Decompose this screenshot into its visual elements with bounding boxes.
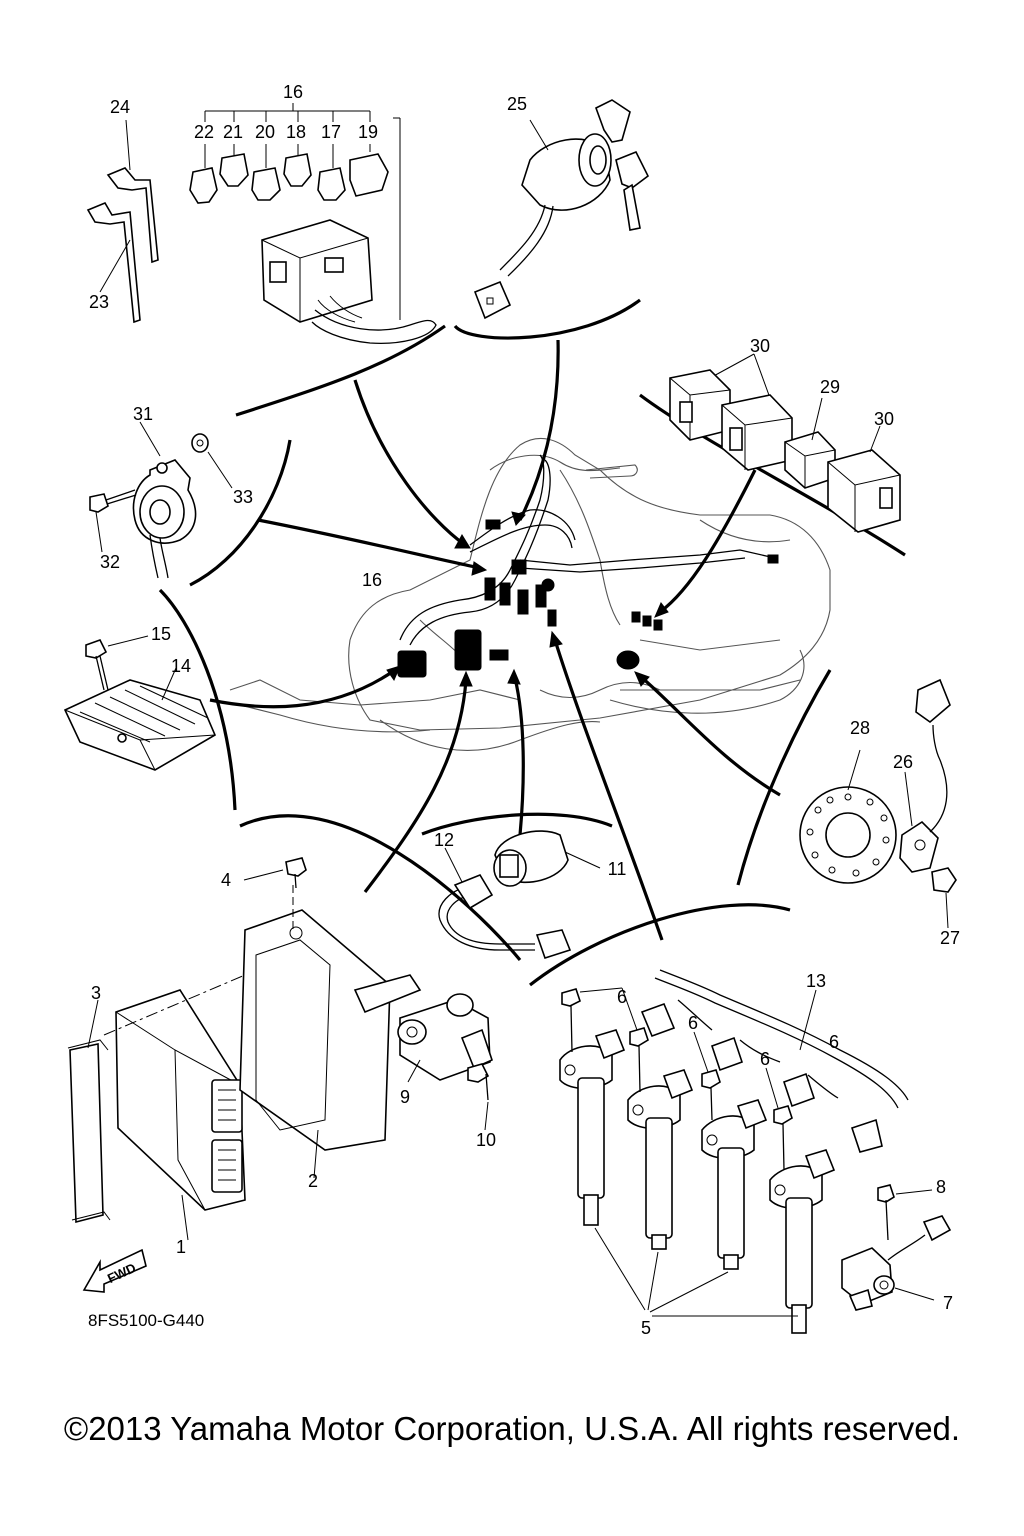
callout-9: 9 (400, 1087, 410, 1107)
callout-19: 19 (358, 122, 378, 142)
callout-6: 6 (760, 1049, 770, 1069)
cable-ties (86, 119, 159, 324)
fwd-arrow-icon: FWD (82, 1248, 147, 1293)
callout-22: 22 (194, 122, 214, 142)
fwd-label: FWD (105, 1260, 138, 1286)
callout-14: 14 (171, 656, 191, 676)
snowmobile-outline (229, 437, 831, 751)
callout-6: 6 (688, 1013, 698, 1033)
callout-2: 2 (308, 1171, 318, 1191)
callout-25: 25 (507, 94, 527, 114)
callout-27: 27 (940, 928, 960, 948)
callout-16: 16 (283, 82, 303, 102)
trigger-sensor-group (799, 678, 957, 929)
fuse-box-group (189, 103, 437, 344)
callout-15: 15 (151, 624, 171, 644)
callout-24: 24 (110, 97, 130, 117)
callout-11: 11 (608, 859, 627, 879)
callout-31: 31 (133, 404, 153, 424)
pressure-sensor-group (438, 830, 601, 959)
callout-23: 23 (89, 292, 109, 312)
callout-12: 12 (434, 830, 454, 850)
callout-3: 3 (91, 983, 101, 1003)
leader-arrows (209, 339, 781, 941)
ecu-pins (218, 1089, 236, 1181)
callout-5: 5 (641, 1318, 651, 1338)
callout-17: 17 (321, 122, 341, 142)
sensor-9-group (397, 993, 493, 1131)
callout-4: 4 (221, 870, 231, 890)
copyright-notice: ©2013 Yamaha Motor Corporation, U.S.A. A… (63, 1410, 961, 1447)
callout-30: 30 (874, 409, 894, 429)
wire-harness (397, 454, 779, 678)
callout-6: 6 (829, 1032, 839, 1052)
callout-20: 20 (255, 122, 275, 142)
callout-16: 16 (362, 570, 382, 590)
callout-21: 21 (223, 122, 243, 142)
callout-10: 10 (476, 1130, 496, 1150)
callout-7: 7 (943, 1293, 953, 1313)
reference-code: 8FS5100-G440 (88, 1311, 204, 1330)
relay-group (669, 353, 901, 533)
ecu-group (67, 857, 422, 1241)
ignition-coils-group (559, 969, 909, 1334)
callout-6: 6 (617, 987, 627, 1007)
ignition-switch (473, 99, 650, 320)
callout-30: 30 (750, 336, 770, 356)
sensor-31-group (89, 421, 233, 579)
callout-28: 28 (850, 718, 870, 738)
sensor-7-group (841, 1184, 952, 1311)
callout-13: 13 (806, 971, 826, 991)
group-brackets (158, 298, 906, 987)
callout-1: 1 (176, 1237, 186, 1257)
rotor-holes (806, 793, 890, 877)
callout-18: 18 (286, 122, 306, 142)
callout-32: 32 (100, 552, 120, 572)
callout-33: 33 (233, 487, 253, 507)
harness-connectors (397, 519, 779, 678)
rectifier-regulator (63, 635, 217, 771)
callout-26: 26 (893, 752, 913, 772)
callout-29: 29 (820, 377, 840, 397)
callout-8: 8 (936, 1177, 946, 1197)
